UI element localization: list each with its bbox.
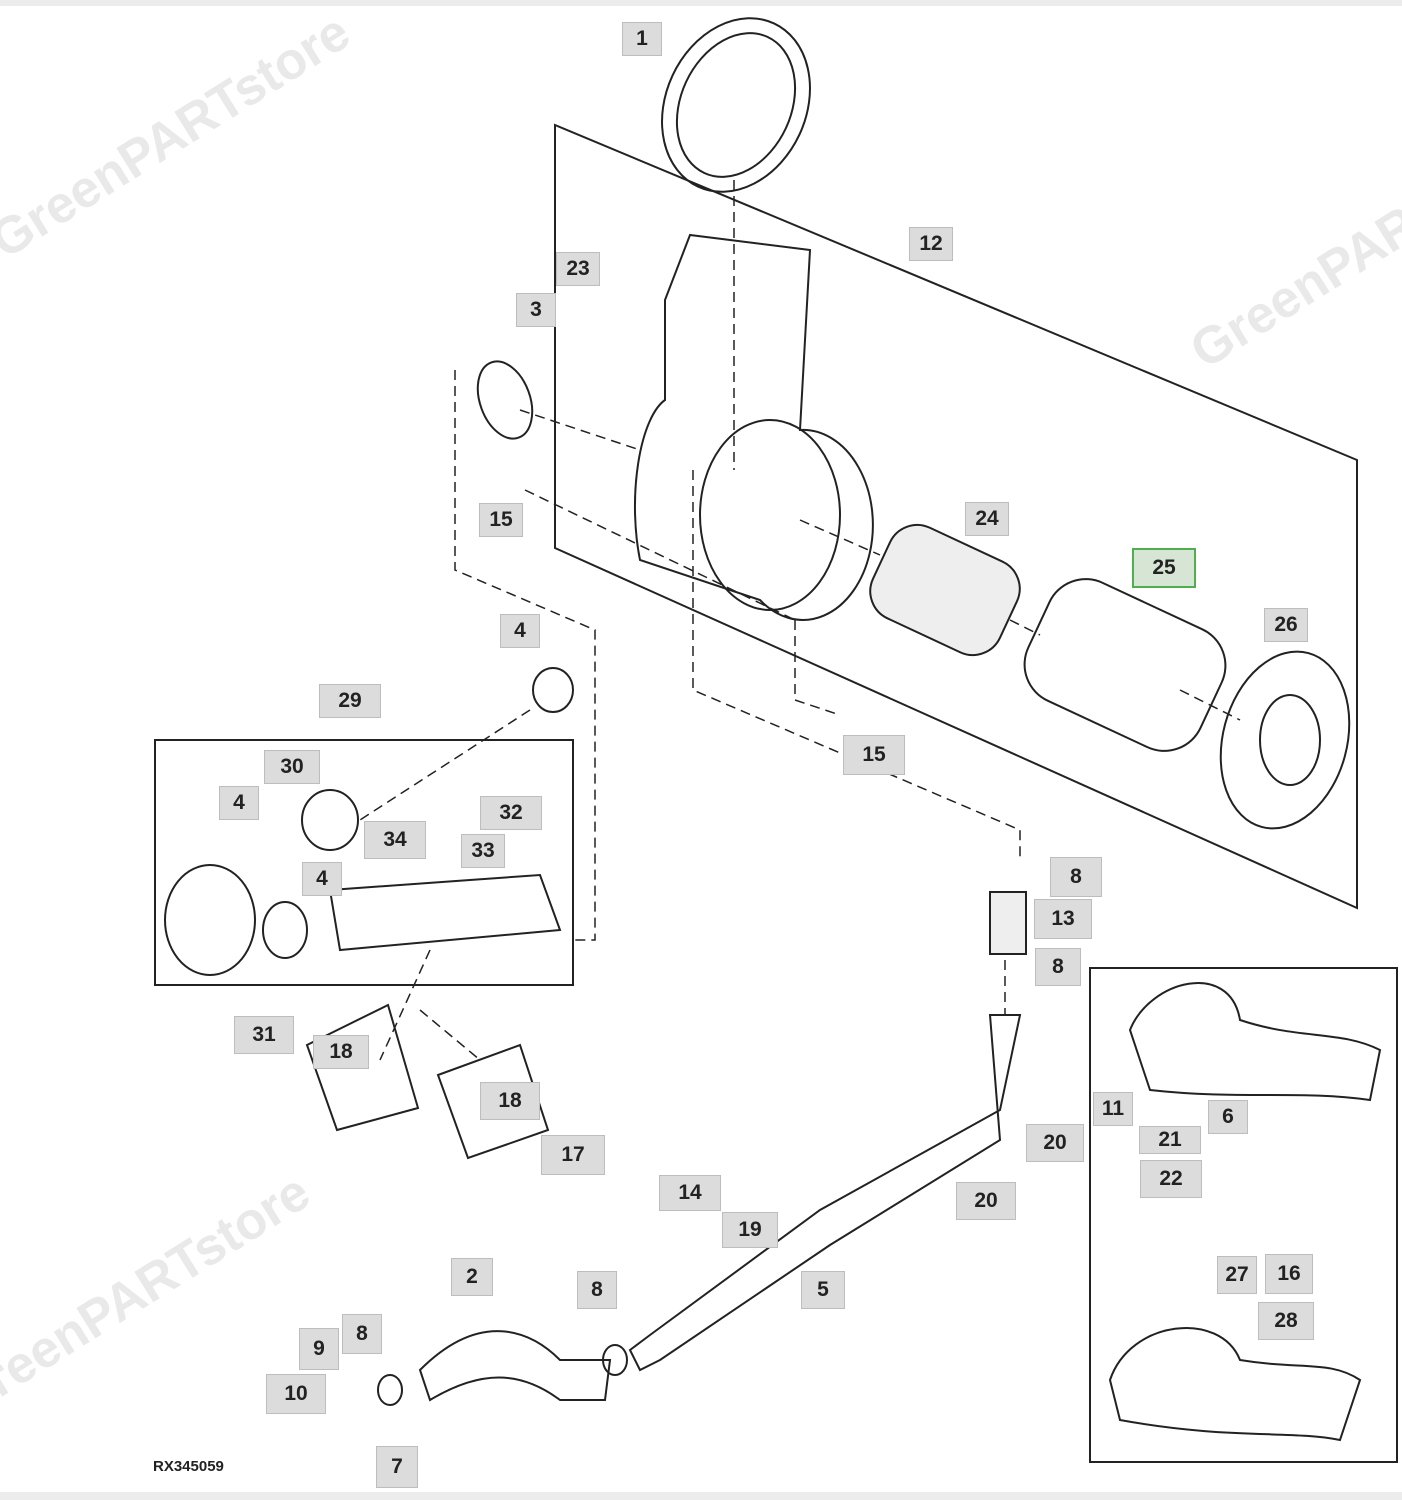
callout-13[interactable]: 13 — [1034, 899, 1092, 939]
leader-line — [379, 949, 431, 1061]
diagram-reference-code: RX345059 — [153, 1458, 224, 1475]
kit-17-card — [436, 1043, 550, 1160]
leader-line — [1009, 619, 1041, 636]
callout-30[interactable]: 30 — [264, 750, 320, 784]
callout-8[interactable]: 8 — [1035, 948, 1081, 986]
callout-24[interactable]: 24 — [965, 502, 1009, 536]
clamp — [262, 901, 308, 959]
intake-options-box — [1089, 967, 1398, 1463]
callout-8[interactable]: 8 — [1050, 857, 1102, 897]
callout-14[interactable]: 14 — [659, 1175, 721, 1211]
filter-element-primary — [869, 523, 1021, 657]
leader-line — [419, 1009, 481, 1061]
callout-5[interactable]: 5 — [801, 1271, 845, 1309]
intake-hose — [328, 873, 562, 952]
hose-kit-box — [154, 739, 574, 986]
callout-1[interactable]: 1 — [622, 22, 662, 56]
seal-ring-inner — [675, 32, 797, 178]
intake-tube — [628, 1014, 1022, 1372]
callout-34[interactable]: 34 — [364, 821, 426, 859]
callout-23[interactable]: 23 — [556, 252, 600, 286]
filter-element-secondary — [1023, 578, 1227, 752]
callout-11[interactable]: 11 — [1093, 1092, 1133, 1126]
callout-6[interactable]: 6 — [1208, 1100, 1248, 1134]
callout-9[interactable]: 9 — [299, 1328, 339, 1370]
leader-line — [519, 409, 641, 451]
callout-31[interactable]: 31 — [234, 1016, 294, 1054]
callout-16[interactable]: 16 — [1265, 1254, 1313, 1294]
leader-line — [359, 709, 531, 821]
air-cleaner-kit-panel — [554, 123, 1358, 910]
callout-8[interactable]: 8 — [577, 1271, 617, 1309]
hose-elbow — [164, 864, 256, 976]
clamp — [377, 1374, 403, 1406]
callout-21[interactable]: 21 — [1139, 1126, 1201, 1154]
hose-2 — [418, 1330, 612, 1402]
callout-22[interactable]: 22 — [1140, 1160, 1202, 1198]
lower-intake-hose — [1108, 1327, 1362, 1442]
callout-18[interactable]: 18 — [313, 1035, 369, 1069]
callout-20[interactable]: 20 — [1026, 1124, 1084, 1162]
callout-25-selected[interactable]: 25 — [1132, 548, 1196, 588]
callout-26[interactable]: 26 — [1264, 608, 1308, 642]
clamp — [602, 1344, 628, 1376]
callout-20[interactable]: 20 — [956, 1182, 1016, 1220]
callout-10[interactable]: 10 — [266, 1374, 326, 1414]
air-cleaner-housing — [633, 233, 874, 621]
leader-line — [794, 620, 841, 716]
callout-27[interactable]: 27 — [1217, 1256, 1257, 1294]
callout-18[interactable]: 18 — [480, 1082, 540, 1120]
callout-4[interactable]: 4 — [302, 862, 342, 896]
callout-2[interactable]: 2 — [451, 1258, 493, 1296]
callout-12[interactable]: 12 — [909, 227, 953, 261]
callout-29[interactable]: 29 — [319, 684, 381, 718]
clamp — [532, 667, 574, 713]
leader-line — [454, 370, 596, 941]
callout-8[interactable]: 8 — [342, 1314, 382, 1354]
leader-line — [1179, 689, 1241, 721]
cover — [1219, 650, 1351, 830]
kit-31-card — [305, 1003, 420, 1132]
coupler-13 — [989, 891, 1027, 955]
callout-32[interactable]: 32 — [480, 796, 542, 830]
callout-15[interactable]: 15 — [479, 503, 523, 537]
callout-33[interactable]: 33 — [461, 834, 505, 868]
callout-4[interactable]: 4 — [500, 614, 540, 648]
clamp — [476, 360, 534, 440]
callout-4[interactable]: 4 — [219, 786, 259, 820]
seal-ring — [661, 17, 811, 193]
callout-3[interactable]: 3 — [516, 293, 556, 327]
upper-intake-hose — [1128, 982, 1382, 1102]
callout-17[interactable]: 17 — [541, 1135, 605, 1175]
leader-line — [799, 519, 881, 556]
housing-end — [699, 419, 841, 611]
callout-7[interactable]: 7 — [376, 1446, 418, 1488]
callout-19[interactable]: 19 — [722, 1212, 778, 1248]
callout-28[interactable]: 28 — [1258, 1302, 1314, 1340]
callout-15[interactable]: 15 — [843, 735, 905, 775]
clamp — [301, 789, 359, 851]
leader-line — [524, 489, 796, 621]
cover-inner — [1259, 694, 1321, 786]
